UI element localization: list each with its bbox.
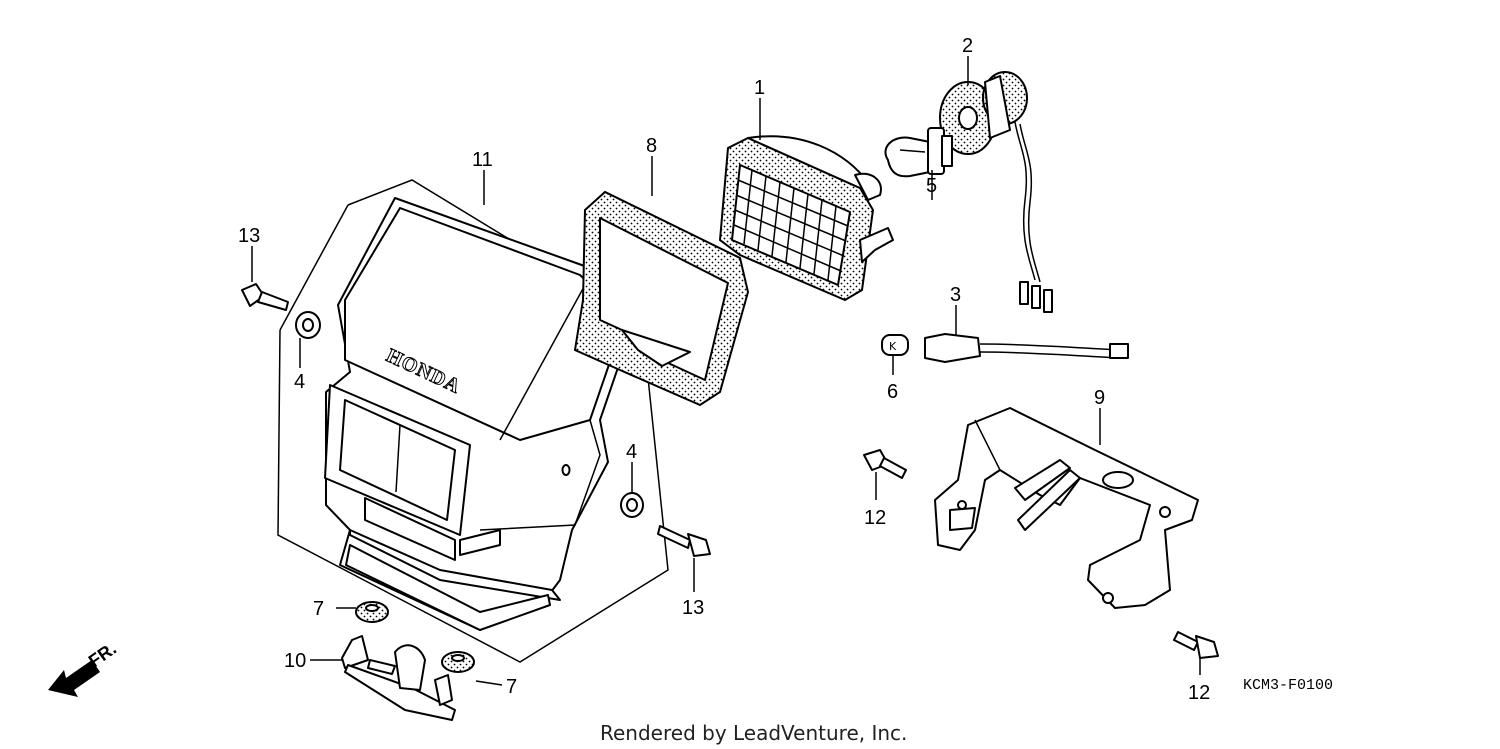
- callout-numbers: 1 2 3 4 4 5 6 7 7 8 9 10 11 12 12 13 13: [238, 35, 1210, 704]
- callout-10: 10: [284, 650, 306, 672]
- bolt-12-upper: [863, 449, 907, 479]
- collar-4-upper: [295, 311, 321, 339]
- grommet-7-right: [441, 651, 475, 673]
- callout-11: 11: [472, 149, 493, 171]
- position-socket: [924, 333, 1129, 363]
- collar-4-lower: [620, 492, 644, 518]
- callout-12-upper: 12: [864, 507, 886, 529]
- callout-13-lower: 13: [682, 597, 704, 619]
- callout-13-upper: 13: [238, 225, 260, 247]
- leader-lines: [251, 56, 1201, 686]
- headlight-unit: [718, 135, 894, 302]
- callout-8: 8: [646, 135, 657, 157]
- headlight-bulb: [884, 127, 953, 178]
- render-credit: Rendered by LeadVenture, Inc.: [600, 721, 907, 745]
- bolt-13-lower: [657, 525, 711, 557]
- callout-2: 2: [962, 35, 973, 57]
- headlight-bracket: [934, 407, 1199, 609]
- grommet-7-left: [355, 601, 389, 623]
- callout-12-lower: 12: [1188, 682, 1210, 704]
- svg-text:K: K: [889, 340, 897, 353]
- lower-mount-bracket: [341, 635, 456, 721]
- part-code: KCM3-F0100: [1243, 677, 1333, 694]
- callout-4-upper: 4: [294, 371, 305, 393]
- callout-3: 3: [950, 284, 961, 306]
- group-boundary-line: [277, 179, 669, 663]
- front-direction-marker: FR.: [48, 638, 120, 697]
- callout-7-left: 7: [313, 598, 324, 620]
- callout-6: 6: [887, 381, 898, 403]
- headlight-case: HONDA: [324, 197, 637, 631]
- headlight-seal: [573, 190, 750, 407]
- callout-1: 1: [754, 77, 765, 99]
- headlight-socket: [939, 71, 1053, 313]
- bolt-13-upper: [241, 283, 289, 311]
- position-bulb: K: [881, 334, 909, 356]
- front-arrow-icon: [48, 660, 100, 697]
- callout-4-lower: 4: [626, 441, 637, 463]
- bolt-12-lower: [1173, 631, 1219, 659]
- callout-7-right: 7: [506, 676, 517, 698]
- callout-5: 5: [926, 175, 937, 197]
- callout-9: 9: [1094, 387, 1105, 409]
